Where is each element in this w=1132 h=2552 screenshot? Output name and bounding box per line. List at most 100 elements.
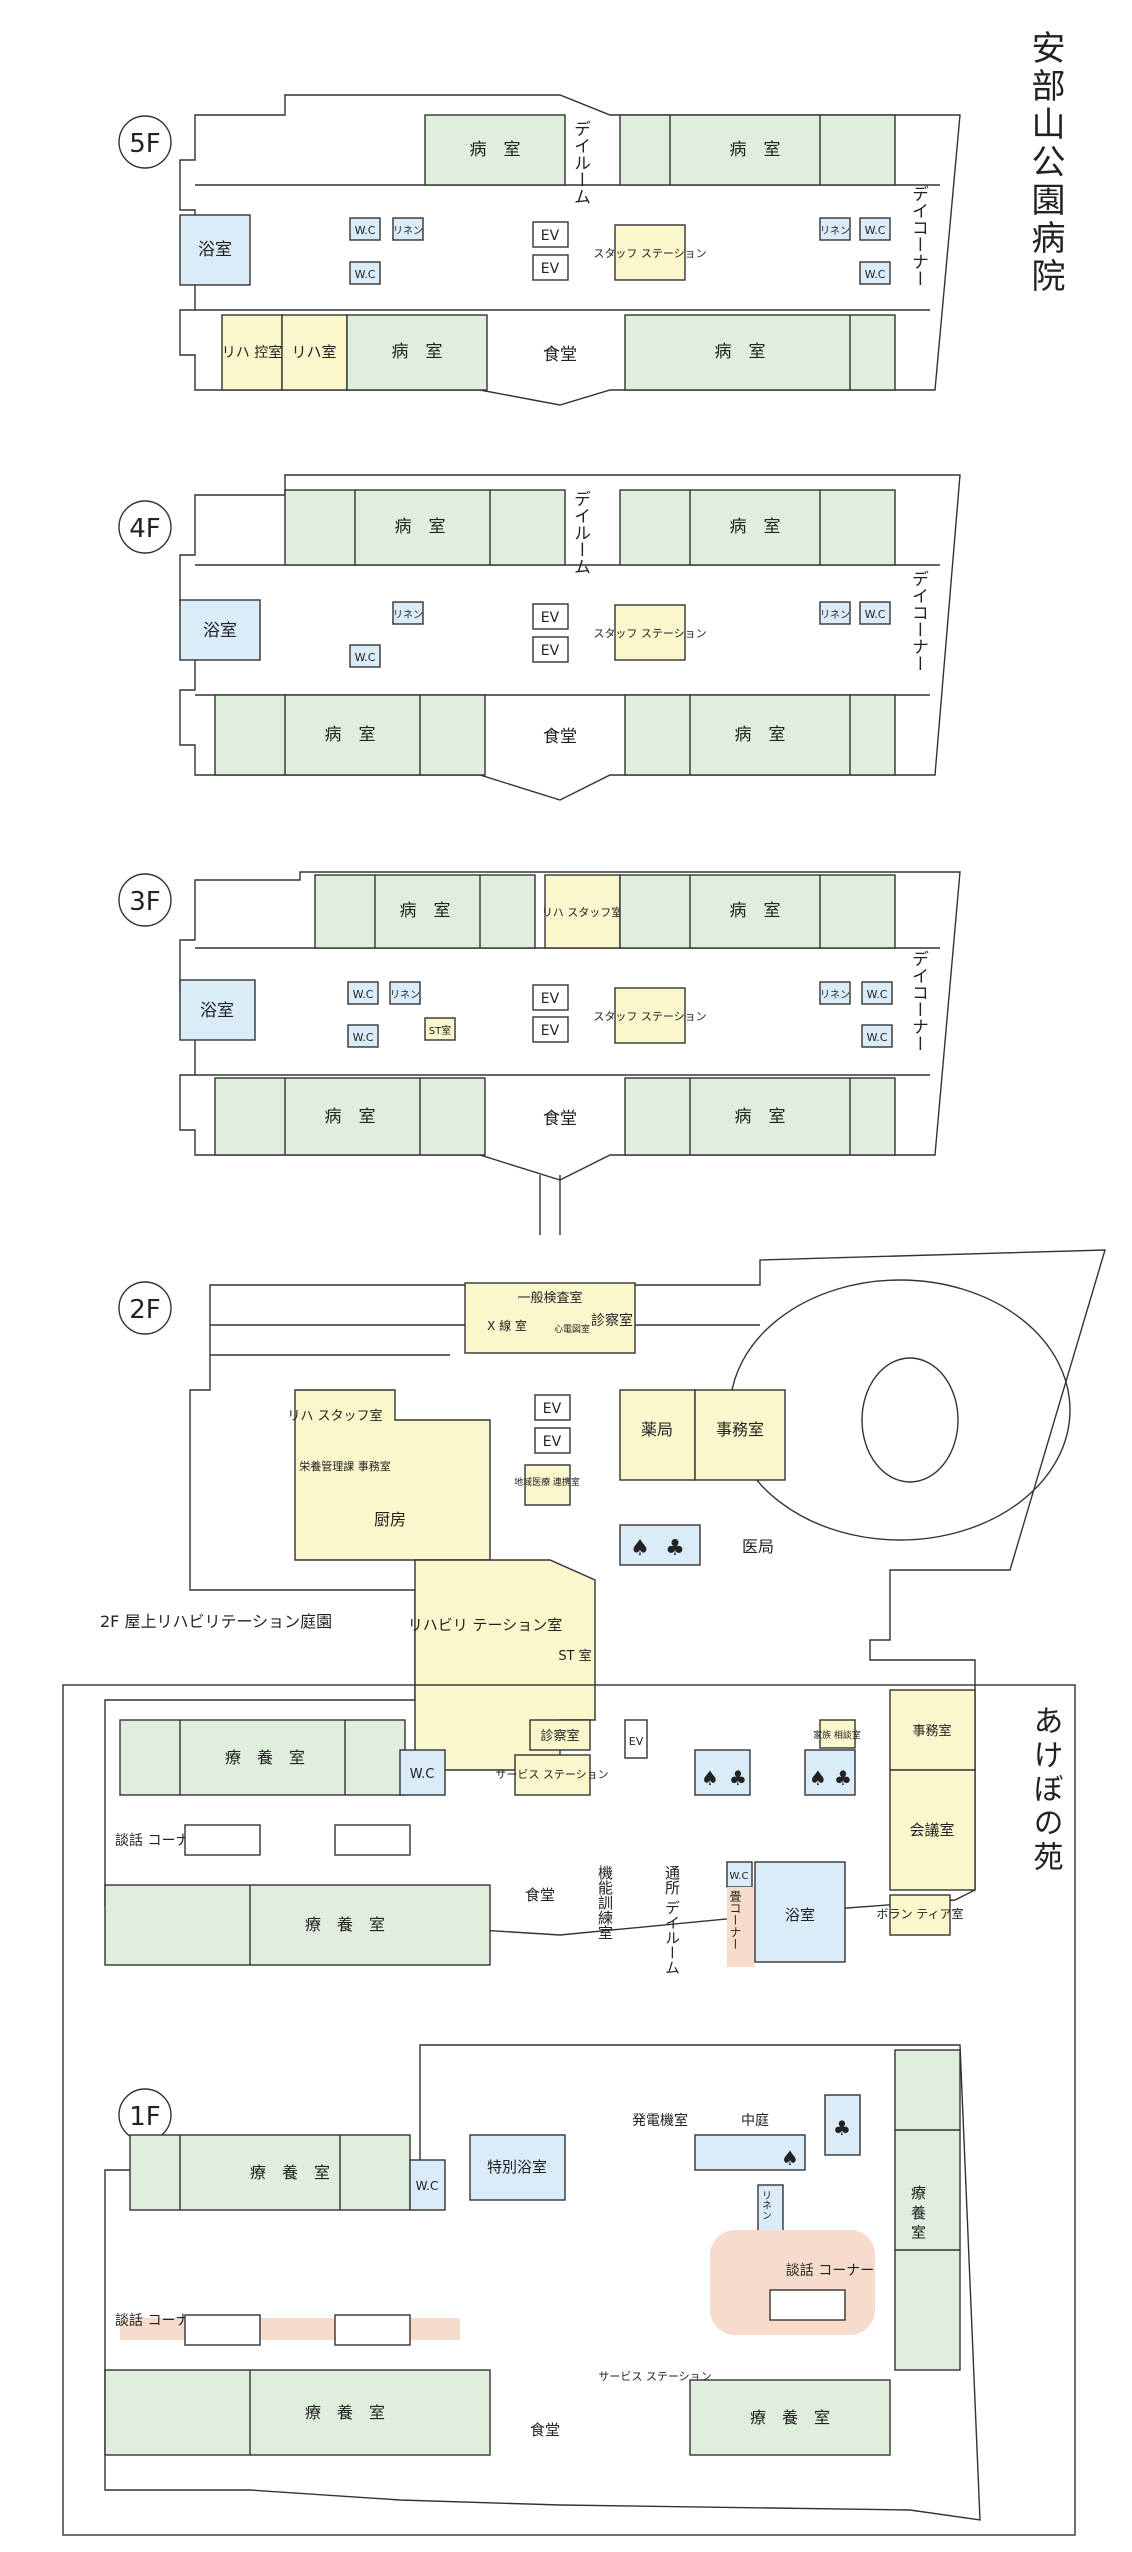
room-2f-general-exam [464, 1282, 636, 1354]
label-5f-bath: 浴室 [198, 240, 232, 260]
room-5f-wc1 [349, 217, 381, 241]
label-5f-dayroom: デイルーム [570, 120, 590, 205]
room-2f-regional [524, 1464, 571, 1506]
room-3f-wc2 [347, 1024, 379, 1048]
frame-annex [62, 1684, 1076, 2536]
room-2f-office [694, 1389, 786, 1481]
toilet-male-icon: ♠ [630, 1536, 650, 1561]
room-1f-wc-block [824, 2094, 861, 2156]
label-3f-wc2: W.C [353, 1031, 374, 1044]
label-4f-staff: スタッフ ステーション [593, 627, 706, 640]
label-2f-office2: 事務室 [912, 1723, 951, 1739]
label-5f-dining: 食堂 [543, 345, 577, 365]
label-2f-talk: 談話 コーナー [115, 1832, 203, 1849]
floor-5f: 5F 病 室 病 室 デイルーム 浴室 W.C W.C リネン EV EV スタ… [118, 94, 961, 406]
label-5f-linen1: リネン [393, 225, 423, 237]
room-5f-bath [179, 214, 251, 286]
label-5f-rehab: リハ室 [291, 343, 336, 361]
label-5f-ward-a: 病 室 [470, 140, 521, 160]
room-5f-rehab [281, 314, 348, 391]
room-3f-wc4 [861, 1024, 893, 1048]
label-5f-staff: スタッフ ステーション [593, 247, 706, 260]
room-1f-courtyard-wc [694, 2134, 806, 2171]
room-2f-ev3 [624, 1719, 648, 1759]
room-4f-ward-b [619, 489, 896, 566]
label-3f-bath: 浴室 [200, 1001, 234, 1021]
room-2f-tatami [727, 1887, 755, 1967]
room-4f-linen1 [392, 601, 424, 625]
label-5f-ward-c: 病 室 [392, 342, 443, 362]
room-5f-linen1 [392, 217, 424, 241]
room-3f-linen2 [819, 981, 851, 1005]
label-5f-wc1: W.C [355, 224, 376, 237]
room-4f-ev2 [532, 636, 569, 663]
room-5f-wc4 [859, 261, 891, 285]
room-2f-consult2 [529, 1719, 591, 1751]
room-2f-service [514, 1754, 591, 1796]
label-3f-wc3: W.C [867, 988, 888, 1001]
room-2f-care-a [119, 1719, 406, 1796]
floor-5f-badge [118, 115, 172, 169]
label-2f-ecg: 心電図室 [554, 1323, 590, 1335]
label-1f-care-c: 療 養 室 [750, 2408, 830, 2427]
label-1f-talk2: 談話 コーナー [786, 2262, 874, 2279]
toilet-female-icon: ♣ [665, 1536, 685, 1561]
toilet-female-icon-3: ♣ [834, 1766, 852, 1790]
label-2f-xray: X 線 室 [487, 1318, 527, 1333]
room-5f-ward-a [424, 114, 566, 186]
label-2f-rehab-staff: リハ スタッフ室 [287, 1408, 382, 1424]
label-4f-ward-c: 病 室 [325, 725, 376, 745]
floor-3f: 3F 病 室 リハ スタッフ室 病 室 浴室 W.C W.C リネン ST室 E… [118, 871, 961, 1235]
label-1f-service: サービス ステーション [598, 2370, 711, 2383]
room-3f-wc1 [347, 981, 379, 1005]
room-3f-rehab-staff [544, 874, 621, 949]
label-5f-ward-d: 病 室 [715, 342, 766, 362]
room-1f-care-b [104, 2369, 491, 2456]
room-2f-kitchen [294, 1389, 491, 1561]
room-3f-st [424, 1017, 456, 1041]
label-4f-dayroom: デイルーム [570, 490, 590, 575]
label-2f-st: ST 室 [558, 1648, 591, 1664]
label-3f-ev1: EV [541, 991, 560, 1007]
label-3f-wc1: W.C [353, 988, 374, 1001]
label-2f-medical-office: 医局 [742, 1537, 774, 1556]
label-2f-roof-garden: 2F 屋上リハビリテーション庭園 [100, 1612, 332, 1631]
label-2f-ev1: EV [543, 1401, 562, 1417]
label-3f-ward-c: 病 室 [325, 1107, 376, 1127]
label-4f-ward-a: 病 室 [395, 517, 446, 537]
label-5f-ev1: EV [541, 228, 560, 244]
label-2f-consult: 診察室 [591, 1312, 633, 1329]
room-3f-ward-b [619, 874, 896, 949]
label-5f-ev2: EV [541, 261, 560, 277]
room-5f-ward-b [619, 114, 896, 186]
floor-2f: 2F 一般検査室 X 線 室 心電図室 診察室 EV EV 薬局 事務室 リハ … [62, 1249, 1106, 2536]
label-2f-dining: 食堂 [525, 1886, 555, 1904]
label-5f-wc3: W.C [865, 224, 886, 237]
label-2f-pharmacy: 薬局 [641, 1420, 673, 1439]
label-5f-linen2: リネン [820, 225, 850, 237]
label-1f-care-a: 療 養 室 [250, 2163, 330, 2182]
room-3f-ward-c [214, 1077, 486, 1156]
room-2f-bath [754, 1861, 846, 1963]
label-2f-wc2: W.C [730, 1871, 749, 1882]
label-2f-rehab: リハビリ テーション室 [408, 1616, 562, 1634]
label-1f-dining: 食堂 [530, 2421, 560, 2439]
label-1f-care-d: 療 養 室 [909, 2185, 927, 2240]
room-2f-volunteer [889, 1894, 951, 1936]
label-3f-dining: 食堂 [543, 1109, 577, 1129]
label-2f-nutrition: 栄養管理課 事務室 [299, 1459, 391, 1473]
floor-4f-label: 4F [129, 514, 161, 544]
room-4f-staff [614, 604, 686, 661]
room-2f-ev2 [534, 1427, 571, 1454]
toilet-male-icon-1f: ♠ [781, 2146, 799, 2170]
label-2f-service: サービス ステーション [495, 1768, 608, 1781]
room-3f-staff [614, 987, 686, 1044]
label-5f-wc2: W.C [355, 268, 376, 281]
label-2f-bath: 浴室 [785, 1906, 815, 1924]
label-3f-linen2: リネン [820, 989, 850, 1001]
room-5f-staff [614, 224, 686, 281]
label-3f-ward-d: 病 室 [735, 1107, 786, 1127]
label-5f-ward-b: 病 室 [730, 140, 781, 160]
label-2f-office: 事務室 [716, 1420, 764, 1439]
label-2f-general-exam: 一般検査室 [517, 1290, 582, 1306]
